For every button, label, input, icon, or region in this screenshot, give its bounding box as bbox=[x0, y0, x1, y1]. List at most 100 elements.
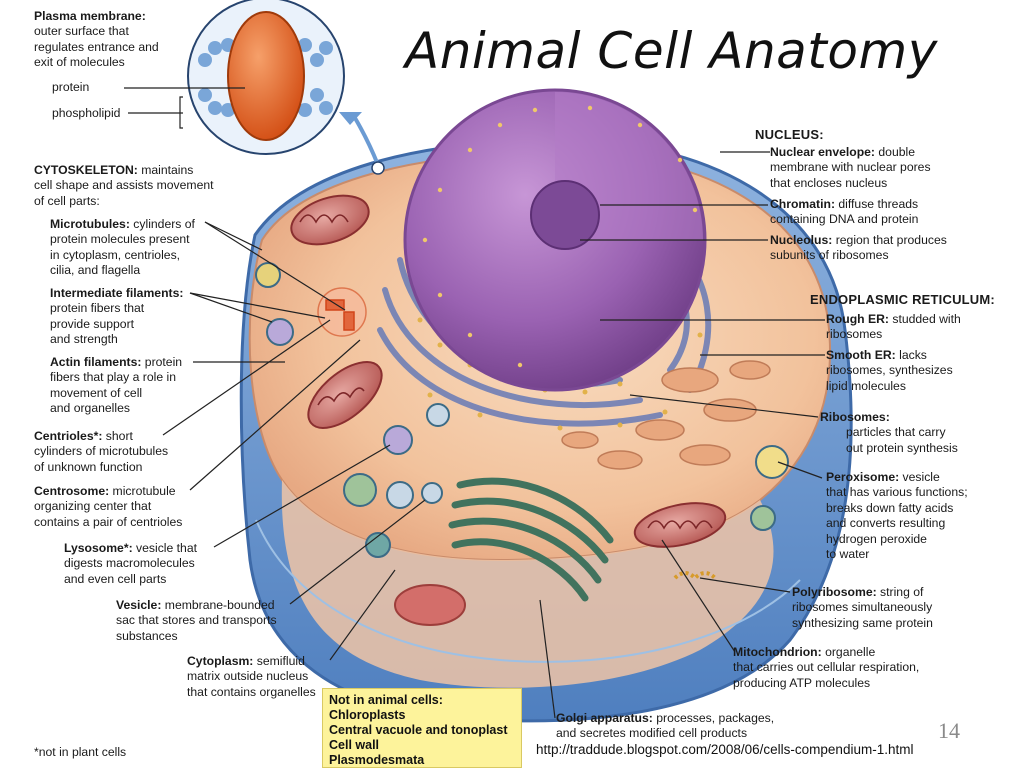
cytoplasm-line-1: semifluid bbox=[253, 654, 305, 668]
cytoskeleton-line-2: cell shape and assists movement bbox=[34, 178, 214, 193]
polyribosome-line-3: synthesizing same protein bbox=[792, 615, 933, 630]
golgi-apparatus-line-2: and secretes modified cell products bbox=[556, 726, 748, 741]
footnote-not-in-plant-cells: *not in plant cells bbox=[34, 745, 127, 759]
label-cytoskeleton: CYTOSKELETON: maintains cell shape and a… bbox=[34, 163, 214, 209]
page-number: 14 bbox=[938, 718, 960, 743]
nuclear-envelope-line-1: double bbox=[875, 145, 915, 159]
not-in-animal-item: Cell wall bbox=[329, 738, 380, 752]
label-polyribosome: Polyribosome: string of ribosomes simult… bbox=[792, 585, 933, 631]
nucleolus-line-2: subunits of ribosomes bbox=[770, 248, 889, 263]
label-microtubules: Microtubules: cylinders of protein molec… bbox=[50, 217, 195, 279]
lysosome-line-2: digests macromolecules bbox=[64, 556, 195, 571]
centrosome-line-2: organizing center that bbox=[34, 499, 152, 514]
microtubules-line-3: in cytoplasm, centrioles, bbox=[50, 247, 181, 262]
actin-filaments-line-2: fibers that play a role in bbox=[50, 370, 177, 385]
cytoskeleton-line-3: of cell parts: bbox=[34, 193, 100, 208]
centrioles-term: Centrioles*: bbox=[34, 429, 103, 443]
vesicle-line-2: sac that stores and transports bbox=[116, 613, 277, 628]
golgi-apparatus-line-1: processes, packages, bbox=[652, 711, 775, 725]
not-in-animal-cells-box: Not in animal cells: Chloroplasts Centra… bbox=[322, 688, 522, 768]
label-golgi-apparatus: Golgi apparatus: processes, packages, an… bbox=[556, 711, 774, 742]
label-cytoplasm: Cytoplasm: semifluid matrix outside nucl… bbox=[187, 654, 316, 700]
actin-filaments-line-1: protein bbox=[141, 355, 183, 369]
vesicle-line-1: membrane-bounded bbox=[161, 598, 275, 612]
cytoplasm-line-3: that contains organelles bbox=[187, 684, 316, 699]
microtubules-line-1: cylinders of bbox=[129, 217, 195, 231]
intermediate-filaments-line-3: and strength bbox=[50, 332, 118, 347]
polyribosome-term: Polyribosome: bbox=[792, 585, 877, 599]
label-protein: protein bbox=[52, 80, 90, 94]
leader-lines bbox=[124, 87, 825, 719]
microtubules-line-4: cilia, and flagella bbox=[50, 263, 141, 278]
mitochondrion-line-2: that carries out cellular respiration, bbox=[733, 660, 920, 675]
label-rough-er: Rough ER: studded with ribosomes bbox=[826, 312, 961, 343]
smooth-er-term: Smooth ER: bbox=[826, 348, 896, 362]
centrioles-line-2: cylinders of microtubules bbox=[34, 444, 169, 459]
smooth-er-line-1: lacks bbox=[895, 348, 927, 362]
vesicle-term: Vesicle: bbox=[116, 598, 162, 612]
not-in-animal-item: Chloroplasts bbox=[329, 708, 406, 722]
nucleolus-term: Nucleolus: bbox=[770, 233, 833, 247]
peroxisome-line-5: hydrogen peroxide bbox=[826, 531, 927, 546]
membrane-inset bbox=[187, 0, 385, 175]
golgi-apparatus bbox=[448, 477, 614, 602]
microtubules-term: Microtubules: bbox=[50, 217, 130, 231]
golgi-apparatus-term: Golgi apparatus: bbox=[556, 711, 653, 725]
smooth-er-line-3: lipid molecules bbox=[826, 378, 906, 393]
label-smooth-er: Smooth ER: lacks ribosomes, synthesizes … bbox=[826, 348, 953, 394]
centrosome-line-3: contains a pair of centrioles bbox=[34, 514, 183, 529]
lysosome-line-3: and even cell parts bbox=[64, 571, 167, 586]
cytoplasm-line-2: matrix outside nucleus bbox=[187, 669, 309, 684]
plasma-membrane-line-2: regulates entrance and bbox=[34, 39, 159, 54]
ribosomes-line-1: particles that carry bbox=[846, 425, 946, 440]
chromatin-line-2: containing DNA and protein bbox=[770, 212, 919, 227]
actin-filaments-line-3: movement of cell bbox=[50, 385, 143, 400]
polyribosome-line-2: ribosomes simultaneously bbox=[792, 600, 933, 615]
label-chromatin: Chromatin: diffuse threads containing DN… bbox=[770, 197, 918, 228]
lysosome-line-1: vesicle that bbox=[132, 541, 197, 555]
peroxisome-line-1: vesicle bbox=[899, 470, 940, 484]
centrioles-line-1: short bbox=[102, 429, 133, 443]
label-lysosome: Lysosome*: vesicle that digests macromol… bbox=[64, 541, 197, 587]
label-phospholipid: phospholipid bbox=[52, 106, 121, 120]
chromatin-term: Chromatin: bbox=[770, 197, 835, 211]
section-nucleus-header: NUCLEUS: bbox=[755, 127, 824, 142]
centrioles-line-3: of unknown function bbox=[34, 459, 143, 474]
label-vesicle: Vesicle: membrane-bounded sac that store… bbox=[116, 598, 277, 644]
nuclear-envelope-line-2: membrane with nuclear pores bbox=[770, 160, 931, 175]
actin-filaments-term: Actin filaments: bbox=[50, 355, 142, 369]
centrosome bbox=[317, 287, 367, 337]
rough-er-term: Rough ER: bbox=[826, 312, 889, 326]
polyribosome bbox=[673, 571, 717, 581]
peroxisome-line-6: to water bbox=[826, 547, 870, 562]
cytoskeleton-term: CYTOSKELETON: bbox=[34, 163, 138, 177]
mitochondrion-line-1: organelle bbox=[821, 645, 876, 659]
peroxisome-line-2: that has various functions; bbox=[826, 485, 968, 500]
label-ribosomes: Ribosomes: particles that carry out prot… bbox=[820, 410, 958, 456]
cut-away-organelle bbox=[394, 584, 466, 626]
nuclear-envelope-line-3: that encloses nucleus bbox=[770, 175, 888, 190]
ribosomes-term: Ribosomes: bbox=[820, 410, 890, 424]
rough-er-line-2: ribosomes bbox=[826, 327, 883, 342]
centrosome-term: Centrosome: bbox=[34, 484, 110, 498]
label-nucleolus: Nucleolus: region that produces subunits… bbox=[770, 233, 947, 264]
centrosome-line-1: microtubule bbox=[109, 484, 176, 498]
ribosomes-line-2: out protein synthesis bbox=[846, 440, 958, 455]
plasma-membrane-term: Plasma membrane: bbox=[34, 9, 146, 23]
nucleus bbox=[403, 88, 707, 392]
source-url-link[interactable]: http://traddude.blogspot.com/2008/06/cel… bbox=[536, 742, 914, 757]
mitochondrion-term: Mitochondrion: bbox=[733, 645, 822, 659]
smooth-er bbox=[561, 360, 771, 470]
peroxisome-line-4: and converts resulting bbox=[826, 516, 946, 531]
label-nuclear-envelope: Nuclear envelope: double membrane with n… bbox=[770, 145, 931, 191]
intermediate-filaments-term: Intermediate filaments: bbox=[50, 286, 184, 300]
label-mitochondrion: Mitochondrion: organelle that carries ou… bbox=[733, 645, 919, 691]
label-actin-filaments: Actin filaments: protein fibers that pla… bbox=[50, 355, 182, 417]
label-intermediate-filaments: Intermediate filaments: protein fibers t… bbox=[50, 286, 183, 348]
cristae bbox=[299, 214, 713, 530]
cytoskeleton-line-1: maintains bbox=[137, 163, 194, 177]
not-in-animal-cells-heading: Not in animal cells: bbox=[329, 693, 443, 707]
not-in-animal-item: Central vacuole and tonoplast bbox=[329, 723, 508, 737]
plasma-membrane-line-1: outer surface that bbox=[34, 24, 129, 39]
